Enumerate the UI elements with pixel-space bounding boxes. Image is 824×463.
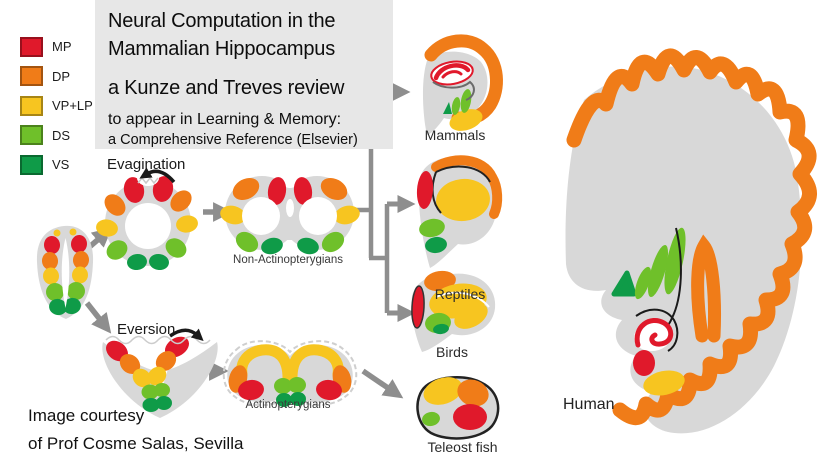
title-line-2: Mammalian Hippocampus: [108, 38, 336, 60]
human-brain: [565, 48, 817, 434]
teleost-fish-brain: [416, 376, 500, 440]
legend-item-mp: MP: [20, 36, 93, 57]
legend-label-ds: DS: [52, 127, 71, 143]
human-cortex-sulcus-loop: [691, 234, 721, 343]
legend-item-dp: DP: [20, 66, 93, 87]
legend-item-ds: DS: [20, 125, 93, 146]
human-vs-region: [611, 270, 637, 297]
legend-label-dp: DP: [52, 68, 71, 84]
legend-label-vs: VS: [52, 157, 70, 172]
human-hippocampus-spiral: [634, 318, 674, 348]
human-cortex-meander: [566, 48, 817, 426]
eversion-structure: [102, 328, 218, 418]
title-box: Neural Computation in the Mammalian Hipp…: [95, 0, 393, 149]
attribution-line-2: of Prof Cosme Salas, Sevilla: [28, 434, 244, 453]
subtitle-review: a Kunze and Treves review: [108, 77, 345, 99]
actinopterygians-structure: [222, 340, 358, 407]
actinopterygians-label: Actinopterygians: [245, 399, 331, 411]
ancestral-telencephalon: [36, 225, 94, 319]
reptile-cortex-rim: [431, 155, 503, 219]
legend-item-vplp: VP+LP: [20, 95, 93, 116]
evagination-structure: [96, 167, 198, 271]
reptiles-brain: [416, 155, 503, 268]
legend-item-vs: VS: [20, 154, 93, 175]
evagination-direction-arrow: [139, 167, 176, 184]
non-actinopterygians-label: Non-Actinopterygians: [233, 254, 343, 266]
attribution: Image courtesy of Prof Cosme Salas, Sevi…: [28, 402, 243, 458]
mammals-label: Mammals: [424, 127, 486, 143]
human-label: Human: [563, 396, 615, 413]
subtitle-venue-1: to appear in Learning & Memory:: [108, 111, 342, 128]
evagination-suture-zigzag: [137, 176, 159, 185]
legend-swatch-ds: [20, 125, 43, 145]
mammals-brain: [422, 34, 503, 136]
eversion-direction-arrow: [169, 328, 204, 341]
eversion-label: Eversion: [117, 321, 176, 338]
attribution-line-1: Image courtesy: [28, 406, 145, 425]
arrow-act-to-teleost: [361, 368, 404, 399]
birds-brain: [411, 270, 496, 352]
reptiles-label: Reptiles: [434, 286, 486, 302]
subtitle-venue-2: a Comprehensive Reference (Elsevier): [108, 132, 358, 148]
legend: MP DP VP+LP DS VS: [20, 36, 93, 184]
birds-label: Birds: [436, 344, 468, 360]
legend-swatch-vplp: [20, 95, 43, 116]
teleost-fish-label: Teleost fish: [427, 439, 498, 455]
evagination-label: Evagination: [107, 156, 186, 173]
legend-swatch-mp: [20, 36, 43, 57]
legend-label-mp: MP: [52, 39, 72, 54]
legend-swatch-vs: [20, 154, 43, 175]
non-actinopterygians-structure: [220, 170, 360, 255]
title-line-1: Neural Computation in the: [108, 10, 336, 32]
legend-label-vplp: VP+LP: [52, 98, 93, 113]
arrow-ancestor-to-eversion: [84, 301, 112, 334]
legend-swatch-dp: [20, 66, 43, 86]
